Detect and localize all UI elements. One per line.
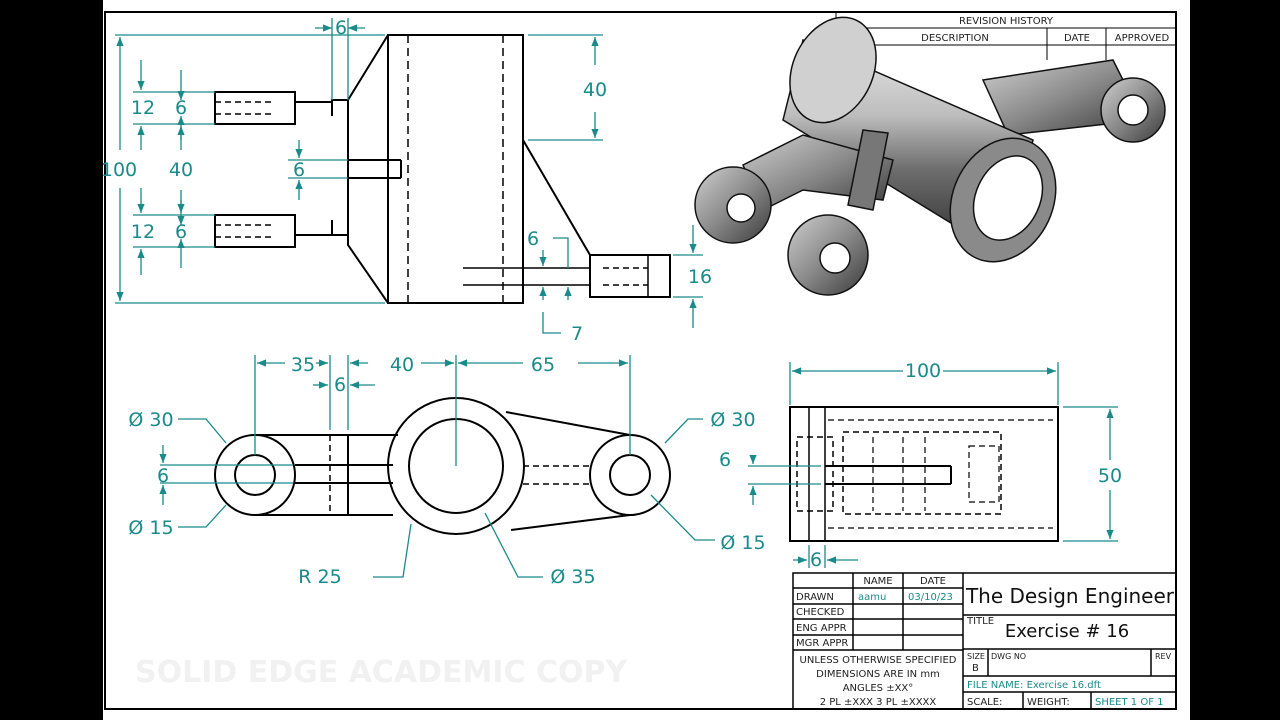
dim-side-100: 100 xyxy=(905,360,941,382)
dim-left-6a: 6 xyxy=(175,97,187,119)
dim-side-6-bottom: 6 xyxy=(810,549,822,571)
dim-r25: R 25 xyxy=(298,566,341,588)
tb-size-label: SIZE xyxy=(967,652,985,661)
dim-plan-65: 65 xyxy=(531,354,555,376)
tb-rev-label: REV xyxy=(1155,652,1172,661)
tb-drawn-date: 03/10/23 xyxy=(908,592,953,603)
front-view-dimensions xyxy=(115,18,703,334)
dim-left-100: 100 xyxy=(103,159,137,181)
dim-dia15-left: Ø 15 xyxy=(128,517,173,539)
tb-title: Exercise # 16 xyxy=(1005,621,1129,642)
tb-eng-label: ENG APPR xyxy=(796,623,847,634)
tb-scale-label: SCALE: xyxy=(967,697,1002,708)
sheet-border xyxy=(104,11,1177,710)
tb-sheet: SHEET 1 OF 1 xyxy=(1095,697,1164,708)
dim-plan-35: 35 xyxy=(291,354,315,376)
dim-boss-16: 16 xyxy=(688,266,712,288)
dim-plan-6: 6 xyxy=(334,374,346,396)
revision-col-description: DESCRIPTION xyxy=(921,33,989,44)
side-view xyxy=(789,406,1059,542)
dim-plan-6-left: 6 xyxy=(157,465,169,487)
top-view xyxy=(214,397,671,535)
tb-title-label: TITLE xyxy=(966,616,994,627)
revision-title: REVISION HISTORY xyxy=(959,16,1054,27)
tb-dwg-label: DWG NO xyxy=(991,652,1026,661)
dim-dia15-right: Ø 15 xyxy=(720,532,765,554)
tb-size: B xyxy=(972,663,979,674)
dim-top-6: 6 xyxy=(335,17,347,39)
tb-drawn-label: DRAWN xyxy=(796,592,834,603)
isometric-view xyxy=(694,16,1166,296)
tb-name-header: NAME xyxy=(863,576,892,587)
drawing-canvas: SOLID EDGE ACADEMIC COPY REVISION HISTOR… xyxy=(103,11,1177,710)
dim-left-12a: 12 xyxy=(131,97,155,119)
dim-height-40: 40 xyxy=(583,79,607,101)
tb-checked-label: CHECKED xyxy=(796,607,845,618)
tb-company: The Design Engineer xyxy=(965,584,1175,608)
side-view-dimensions xyxy=(748,362,1118,568)
dim-side-6: 6 xyxy=(719,449,731,471)
tb-drawn-name: aamu xyxy=(858,592,886,603)
dim-left-12b: 12 xyxy=(131,221,155,243)
dim-left-40: 40 xyxy=(169,159,193,181)
dim-side-50: 50 xyxy=(1098,465,1122,487)
dim-dia30-right: Ø 30 xyxy=(710,409,755,431)
tb-file-name: FILE NAME: Exercise 16.dft xyxy=(967,680,1101,691)
dim-plan-40: 40 xyxy=(390,354,414,376)
top-view-dimensions xyxy=(159,355,715,578)
dim-left-6b: 6 xyxy=(175,221,187,243)
title-block xyxy=(792,572,1177,710)
tb-weight-label: WEIGHT: xyxy=(1027,697,1070,708)
dim-dia30-left: Ø 30 xyxy=(128,409,173,431)
drawing-sheet: SOLID EDGE ACADEMIC COPY REVISION HISTOR… xyxy=(103,0,1190,720)
dim-inner-6: 6 xyxy=(293,159,305,181)
tb-note-1: UNLESS OTHERWISE SPECIFIED xyxy=(800,655,957,666)
revision-col-approved: APPROVED xyxy=(1115,33,1170,44)
tb-date-header: DATE xyxy=(920,576,946,587)
watermark: SOLID EDGE ACADEMIC COPY xyxy=(135,655,629,690)
dim-dia35: Ø 35 xyxy=(550,566,595,588)
dim-bottom-7: 7 xyxy=(571,323,583,345)
dim-rib-6: 6 xyxy=(527,228,539,250)
revision-col-date: DATE xyxy=(1064,33,1090,44)
tb-note-3: ANGLES ±XX° xyxy=(843,683,914,694)
tb-mgr-label: MGR APPR xyxy=(796,638,848,649)
front-view xyxy=(214,34,671,304)
tb-note-4: 2 PL ±XXX 3 PL ±XXXX xyxy=(820,697,937,708)
tb-note-2: DIMENSIONS ARE IN mm xyxy=(816,669,940,680)
